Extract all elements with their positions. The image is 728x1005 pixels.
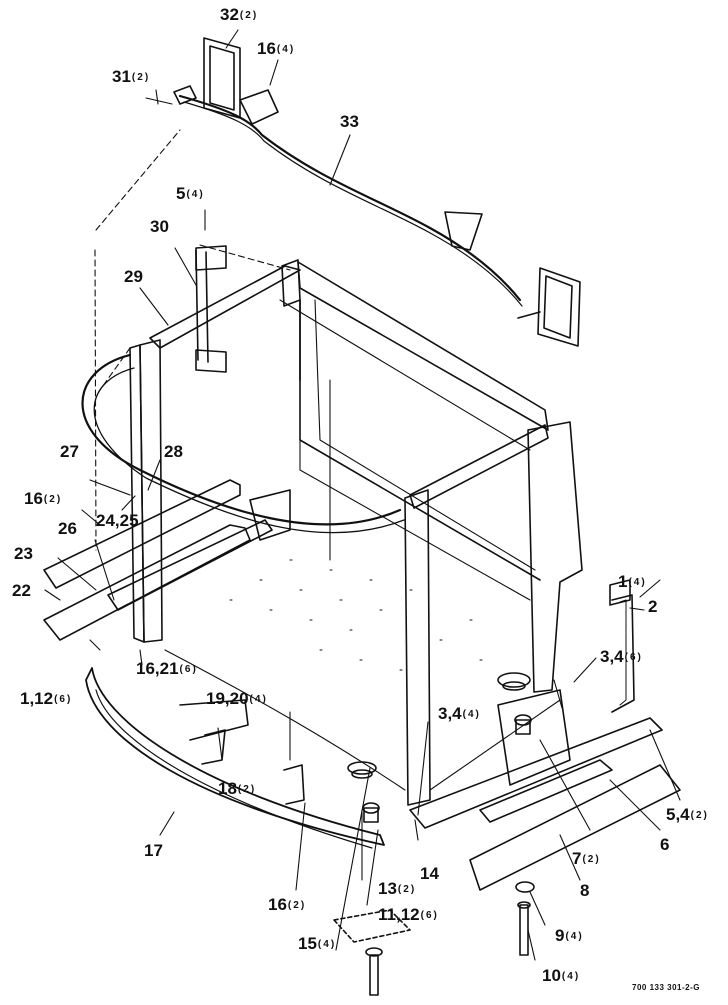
callout-24-25: 24,25 xyxy=(96,511,139,530)
callout-10: 10(4) xyxy=(542,966,581,985)
callout-7: 7(2) xyxy=(572,849,601,868)
callout-22: 22 xyxy=(12,581,31,600)
callout-18: 18(2) xyxy=(218,779,257,798)
callout-8: 8 xyxy=(580,881,590,900)
callout-1: 1(4) xyxy=(618,572,647,591)
callout-9: 9(4) xyxy=(555,926,584,945)
callout-29: 29 xyxy=(124,267,143,286)
left-rails xyxy=(44,480,290,640)
callout-23: 23 xyxy=(14,544,33,563)
callout-11-12: 11,12(6) xyxy=(378,905,439,924)
callout-16-top: 16(4) xyxy=(257,39,296,58)
right-rails xyxy=(410,690,680,890)
mirror-bracket-assembly xyxy=(174,38,580,346)
callout-32: 32(2) xyxy=(220,5,259,24)
callout-31: 31(2) xyxy=(112,67,151,86)
callout-17: 17 xyxy=(144,841,163,860)
callout-16-left: 16(2) xyxy=(24,489,63,508)
callout-5: 5(4) xyxy=(176,184,205,203)
callout-28: 28 xyxy=(164,442,183,461)
side-support-bar xyxy=(610,580,634,712)
callout-33: 33 xyxy=(340,112,359,131)
leader-lines xyxy=(45,30,680,960)
callout-1-12: 1,12(6) xyxy=(20,689,73,708)
callout-13: 13(2) xyxy=(378,879,417,898)
callout-27: 27 xyxy=(60,442,79,461)
isolators-hardware xyxy=(334,673,534,995)
callout-15: 15(4) xyxy=(298,934,337,953)
callout-2: 2 xyxy=(648,597,658,616)
figure-code: 700 133 301-2-G xyxy=(632,983,700,992)
callout-16-bottom: 16(2) xyxy=(268,895,307,914)
callout-30: 30 xyxy=(150,217,169,236)
callout-26: 26 xyxy=(58,519,77,538)
callout-16-21: 16,21(6) xyxy=(136,659,198,678)
callout-19-20: 19,20(4) xyxy=(206,689,268,708)
cab-frame xyxy=(83,246,583,805)
callout-5-4: 5,4(2) xyxy=(666,805,709,824)
callout-6: 6 xyxy=(660,835,670,854)
callout-14: 14 xyxy=(420,864,439,883)
callout-3-4-b: 3,4(4) xyxy=(438,704,481,723)
floor-hole-pattern xyxy=(230,560,482,670)
callout-3-4: 3,4(6) xyxy=(600,647,643,666)
